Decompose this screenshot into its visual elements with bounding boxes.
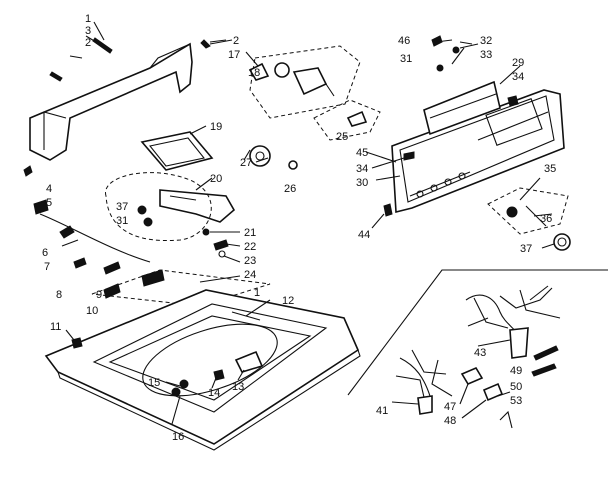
callout-37-harness: 37 [116,201,128,213]
harness-43 [465,285,561,359]
callout-29: 29 [512,57,524,69]
callout-47: 47 [444,401,456,413]
callout-11: 11 [50,321,61,333]
callout-19: 19 [210,121,222,133]
backguard-panel [29,42,193,161]
hardware-parts-6-10 [59,225,165,299]
callout-16: 16 [172,431,184,443]
callout-30: 30 [356,177,368,189]
callout-45: 45 [356,147,368,159]
callout-8: 8 [56,289,62,301]
callout-41: 41 [376,405,388,417]
pump-part-27 [243,145,271,167]
panel-insert-29 [423,80,501,136]
callout-25: 25 [336,131,348,143]
callout-2: 2 [85,37,91,49]
callout-43: 43 [474,347,486,359]
callout-24: 24 [244,269,256,281]
callout-6: 6 [42,247,48,259]
callout-1-top: 1 [254,287,260,299]
callout-9: 9 [96,289,102,301]
callout-23: 23 [244,255,256,267]
callout-4: 4 [46,183,52,195]
callout-33: 33 [480,49,492,61]
screw-part-2 [200,39,227,49]
callout-7: 7 [44,261,50,273]
callout-27: 27 [240,157,252,169]
callout-53: 53 [510,395,522,407]
callout-49: 49 [510,365,522,377]
tub-parts-13-16 [171,350,264,425]
callout-5: 5 [46,197,52,209]
callout-34: 34 [356,163,368,175]
callout-48: 48 [444,415,456,427]
callout-36: 36 [540,213,552,225]
part-11 [71,337,83,349]
callout-13: 13 [232,381,244,393]
callout-21: 21 [244,227,256,239]
bracket-20 [159,189,236,223]
callout-10: 10 [86,305,98,317]
callout-31: 31 [400,53,412,65]
callout-20: 20 [210,173,222,185]
callout-17: 17 [228,49,240,61]
callout-50: 50 [510,381,522,393]
callout-18: 18 [248,67,260,79]
switch-part-25 [313,99,381,141]
callout-2: 2 [233,35,239,47]
callout-labels: 1 3 2 2 17 18 46 32 31 33 29 34 25 45 34… [42,13,556,443]
callout-26: 26 [284,183,296,195]
callout-37: 37 [520,243,532,255]
inset-box [347,269,608,396]
callout-34: 34 [512,71,524,83]
screw-parts-top-left [49,35,113,82]
callout-22: 22 [244,241,256,253]
callout-1: 1 [85,13,91,25]
small-parts-47-53 [460,345,559,429]
leader-lines [65,21,555,419]
harness-41 [395,349,453,415]
fastener-parts-21-24 [202,228,229,258]
water-valve [487,187,571,251]
callout-14: 14 [208,387,220,399]
callout-35: 35 [544,163,556,175]
callout-3: 3 [85,25,91,37]
knob-parts [403,95,519,161]
callout-32: 32 [480,35,492,47]
small-parts-46-33 [431,35,473,72]
callout-12: 12 [282,295,294,307]
part-26 [288,160,298,170]
lid-part-19 [140,131,214,171]
part-44 [383,203,393,217]
callout-15: 15 [148,377,160,389]
callout-31-harness: 31 [116,215,128,227]
washer-top [44,269,361,451]
control-panel [391,89,565,214]
wire-harness [23,165,212,263]
callout-44: 44 [358,229,370,241]
callout-46: 46 [398,35,410,47]
timer-bracket [248,45,361,119]
